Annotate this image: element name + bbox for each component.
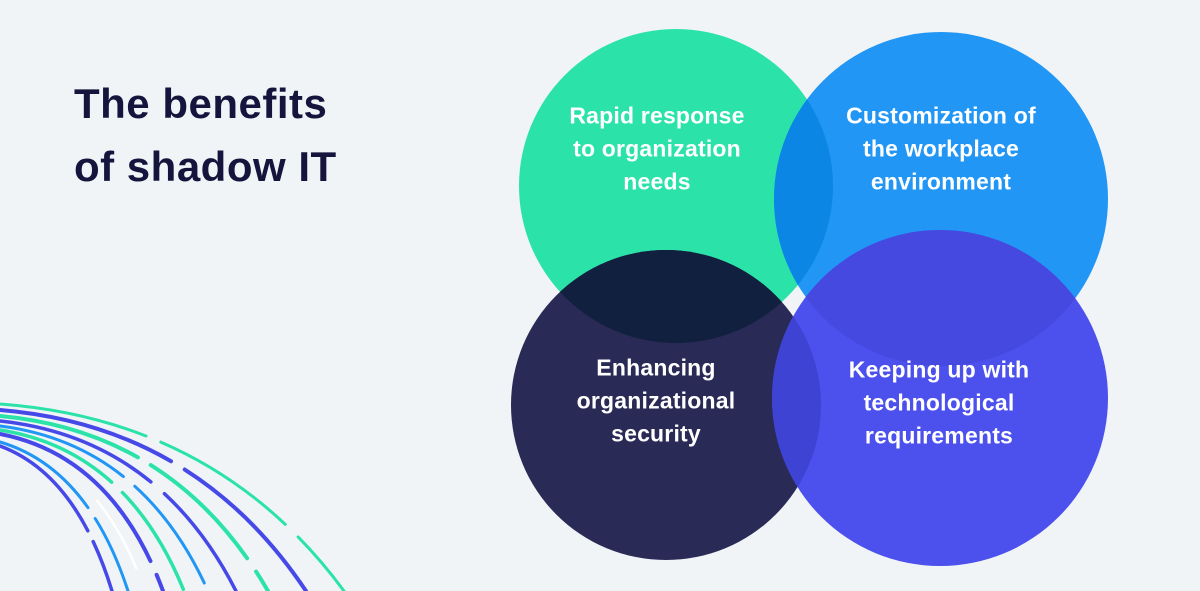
label-rapid-response: Rapid response to organization needs — [569, 102, 745, 195]
decorative-curves — [0, 402, 346, 591]
decor-curve-green — [0, 414, 270, 591]
decor-curve-indigo — [0, 408, 308, 591]
label-customization: Customization of the workplace environme… — [846, 102, 1036, 195]
circle-rapid-response — [519, 29, 833, 343]
decor-curve-green — [0, 402, 346, 591]
decor-curve-blue — [0, 424, 210, 591]
decor-curve-indigo — [0, 432, 165, 591]
decor-curve-indigo — [0, 444, 114, 591]
decor-curve-indigo — [0, 419, 238, 591]
decor-curve-white — [0, 436, 147, 591]
label-security: Enhancing organizational security — [576, 354, 736, 447]
decor-curve-blue — [0, 440, 130, 591]
overlap-blue-purple — [774, 230, 1108, 366]
label-keeping-up: Keeping up with technological requiremen… — [848, 356, 1030, 449]
page-title: The benefits of shadow IT — [74, 80, 337, 190]
decor-curve-green — [0, 428, 186, 591]
